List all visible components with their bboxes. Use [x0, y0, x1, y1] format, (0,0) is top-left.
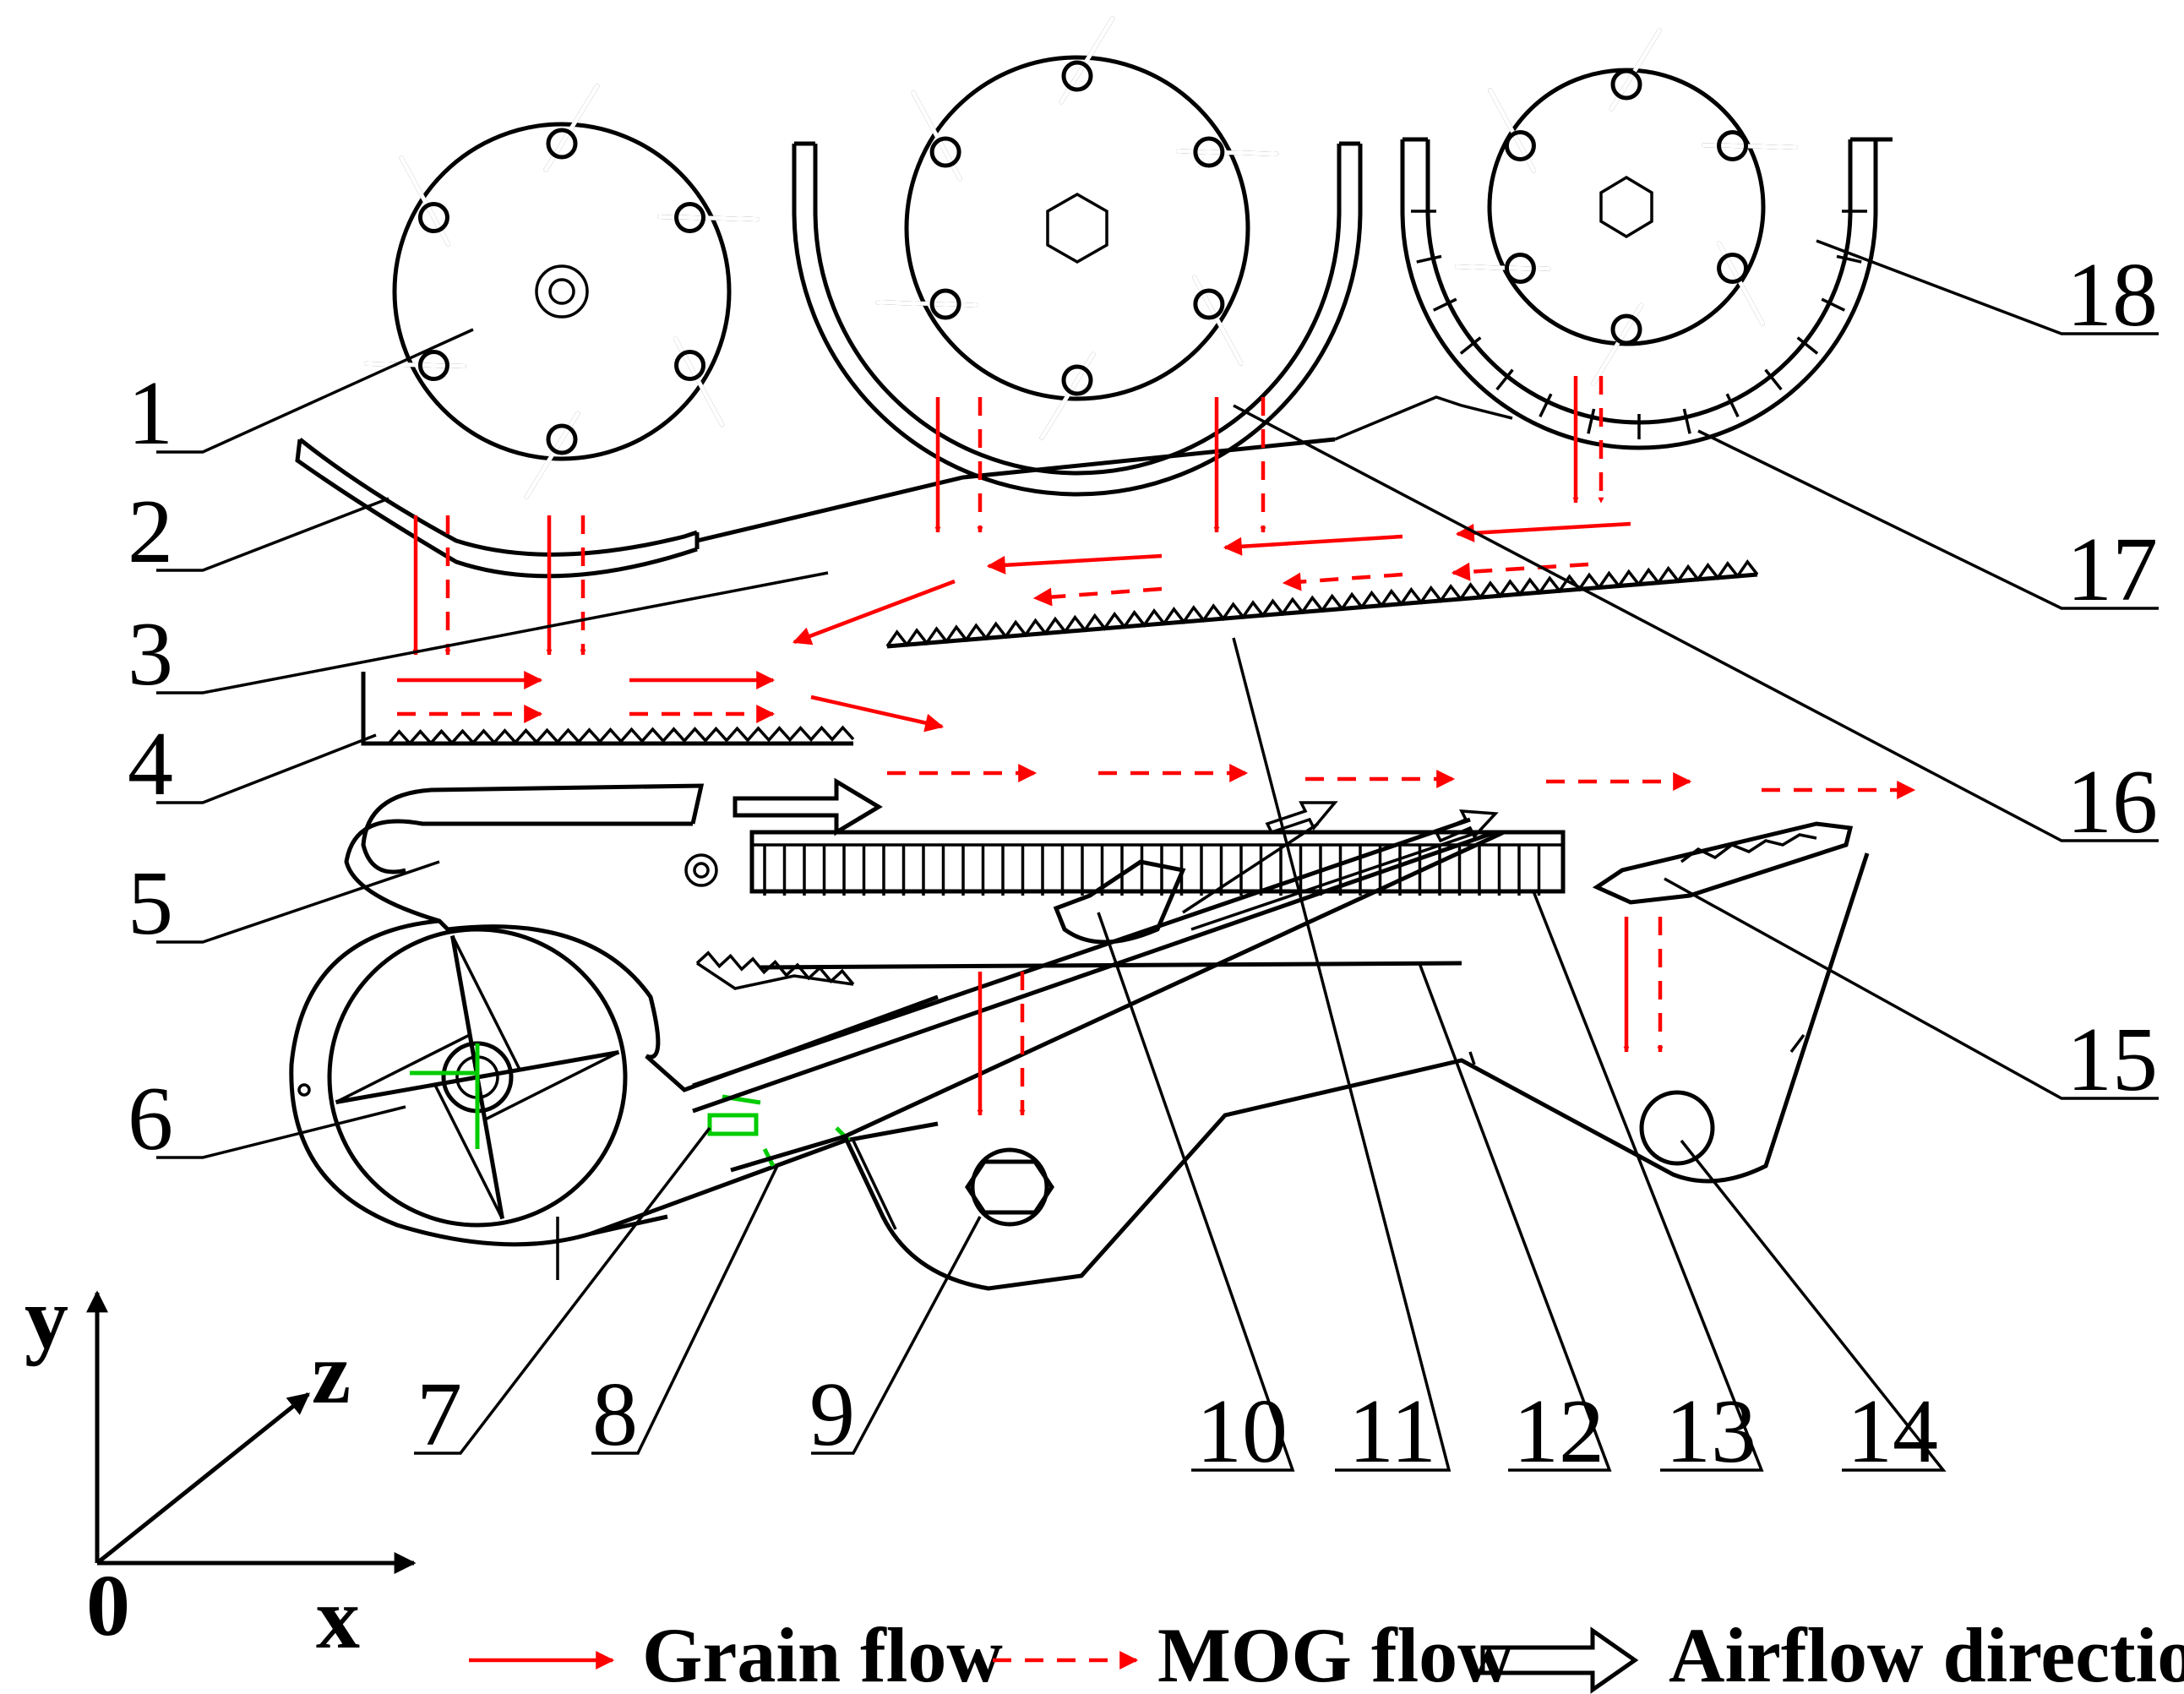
rasp-hub — [1504, 130, 1536, 161]
part-label-11: 11 — [1348, 1381, 1436, 1482]
rasp-hub — [546, 423, 578, 455]
rasp-hub — [417, 202, 449, 233]
part-label-12: 12 — [1513, 1381, 1604, 1482]
grate-bar — [1821, 297, 1846, 312]
legend: Grain flow MOG flow Airflow direction — [469, 1612, 2184, 1694]
grate-bar — [1495, 368, 1514, 391]
sieve-extension — [1592, 821, 1854, 905]
fan-hub-detail — [410, 1043, 851, 1168]
rasp-hub — [1717, 130, 1749, 161]
grate-bar — [1539, 393, 1553, 418]
grate-bar — [1459, 336, 1482, 355]
part-label-1: 1 — [128, 363, 173, 464]
fan-blade — [335, 1075, 478, 1104]
rasp-hub — [1061, 364, 1093, 396]
rasp-hub — [1193, 288, 1225, 320]
fan-housing — [289, 783, 939, 1280]
part-label-8: 8 — [592, 1364, 638, 1465]
upper-sieve — [885, 559, 1759, 649]
threshing-drum-2 — [875, 16, 1279, 440]
axis-label-x: x — [316, 1570, 360, 1667]
legend-airflow-swatch — [1480, 1626, 1639, 1694]
part-label-7: 7 — [417, 1364, 462, 1465]
grain-flow-arrows — [397, 376, 1631, 1116]
rasp-hub — [1610, 313, 1642, 346]
axis-label-origin: 0 — [86, 1557, 130, 1654]
part-label-6: 6 — [128, 1069, 173, 1169]
part-label-4: 4 — [128, 714, 173, 814]
rasp-hub — [1717, 253, 1749, 284]
axis-label-y: y — [25, 1270, 68, 1367]
part-label-10: 10 — [1196, 1381, 1288, 1482]
airflow-arrows — [733, 777, 1499, 931]
grate-bar — [1836, 254, 1862, 264]
part-label-16: 16 — [2067, 752, 2158, 852]
threshing-drum-3 — [1454, 28, 1799, 386]
part-label-14: 14 — [1847, 1381, 1938, 1482]
fan-blade — [450, 935, 480, 1078]
mog-flow-arrows — [397, 376, 1916, 1116]
conveyor-trough — [692, 817, 1870, 1291]
rasp-hub — [674, 350, 706, 381]
rasp-hub — [1061, 60, 1093, 92]
part-label-18: 18 — [2067, 245, 2158, 346]
fan-blade-edge — [433, 1084, 504, 1220]
legend-mog-label: MOG flow — [1157, 1612, 1514, 1694]
rasp-hub — [929, 136, 961, 168]
rasp-hub — [546, 128, 578, 160]
grate-bar — [1416, 254, 1442, 264]
concave-1 — [295, 438, 700, 579]
rasp-hub — [1193, 136, 1225, 168]
grate-bar — [1682, 408, 1691, 434]
fan-blade-edge — [450, 934, 521, 1070]
grate-concave-17 — [1400, 137, 1893, 450]
rasp-hub — [929, 288, 961, 320]
part-label-9: 9 — [809, 1364, 855, 1465]
concave-2 — [792, 141, 1363, 497]
grate-bar — [1587, 408, 1596, 434]
leader-lines — [156, 239, 2159, 1472]
frame-lines — [696, 395, 1513, 543]
rasp-hub — [674, 202, 706, 233]
part-label-5: 5 — [128, 853, 173, 954]
legend-airflow-label: Airflow direction — [1669, 1612, 2184, 1694]
axis-label-z: z — [312, 1325, 351, 1422]
threshing-drum-1 — [363, 84, 760, 499]
fan-blade — [477, 1050, 619, 1080]
grate-bar — [1764, 368, 1783, 391]
part-label-3: 3 — [128, 604, 173, 705]
legend-grain-label: Grain flow — [642, 1612, 1003, 1694]
part-label-15: 15 — [2067, 1010, 2158, 1110]
grate-bar — [1796, 336, 1819, 355]
part-label-13: 13 — [1665, 1381, 1756, 1482]
part-label-2: 2 — [128, 482, 173, 582]
lower-sieve — [695, 950, 1462, 990]
rasp-hub — [417, 350, 449, 381]
fan-blade-edge — [335, 1033, 471, 1104]
fan-blade — [475, 1076, 504, 1219]
fan-blade-edge — [484, 1050, 620, 1121]
rasp-hub — [1610, 68, 1642, 101]
part-labels: 1 2 3 4 5 6 7 8 9 10 11 12 13 14 15 16 1… — [128, 245, 2158, 1482]
part-label-17: 17 — [2067, 520, 2158, 620]
grain-pan — [361, 672, 855, 746]
coordinate-axes: y z 0 x — [25, 1270, 417, 1667]
grate-bar — [1725, 393, 1740, 418]
rasp-hub — [1504, 253, 1536, 284]
grate-bar — [1432, 297, 1457, 312]
